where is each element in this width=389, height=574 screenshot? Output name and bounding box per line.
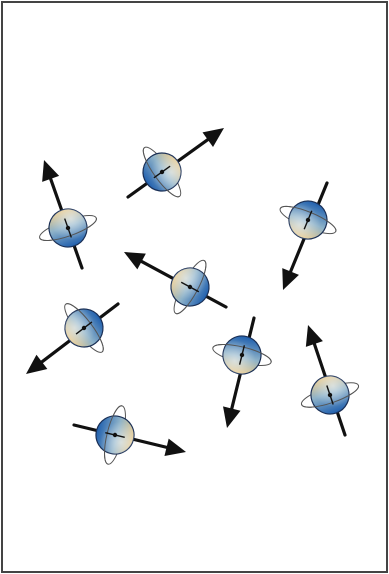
spin-arrowhead — [42, 160, 59, 182]
spin-5 — [26, 299, 118, 374]
spin-4 — [124, 252, 226, 317]
spin-center-dot — [188, 285, 192, 289]
spin-center-dot — [306, 218, 310, 222]
spin-7 — [299, 325, 361, 435]
spin-center-dot — [240, 353, 244, 357]
spin-center-dot — [66, 226, 70, 230]
spin-2 — [37, 160, 99, 268]
spin-arrowhead — [223, 406, 240, 428]
spin-3 — [277, 183, 339, 290]
spin-8 — [74, 404, 186, 466]
spin-arrowhead — [203, 128, 224, 147]
spin-center-dot — [160, 170, 164, 174]
spin-center-dot — [113, 433, 117, 437]
spin-1 — [128, 128, 224, 201]
spin-arrowhead — [164, 439, 186, 456]
spin-center-dot — [328, 393, 332, 397]
spins-layer — [26, 128, 361, 466]
spin-6 — [211, 318, 273, 428]
spin-center-dot — [82, 326, 86, 330]
spin-arrowhead — [26, 355, 47, 374]
spin-arrowhead — [306, 325, 323, 347]
